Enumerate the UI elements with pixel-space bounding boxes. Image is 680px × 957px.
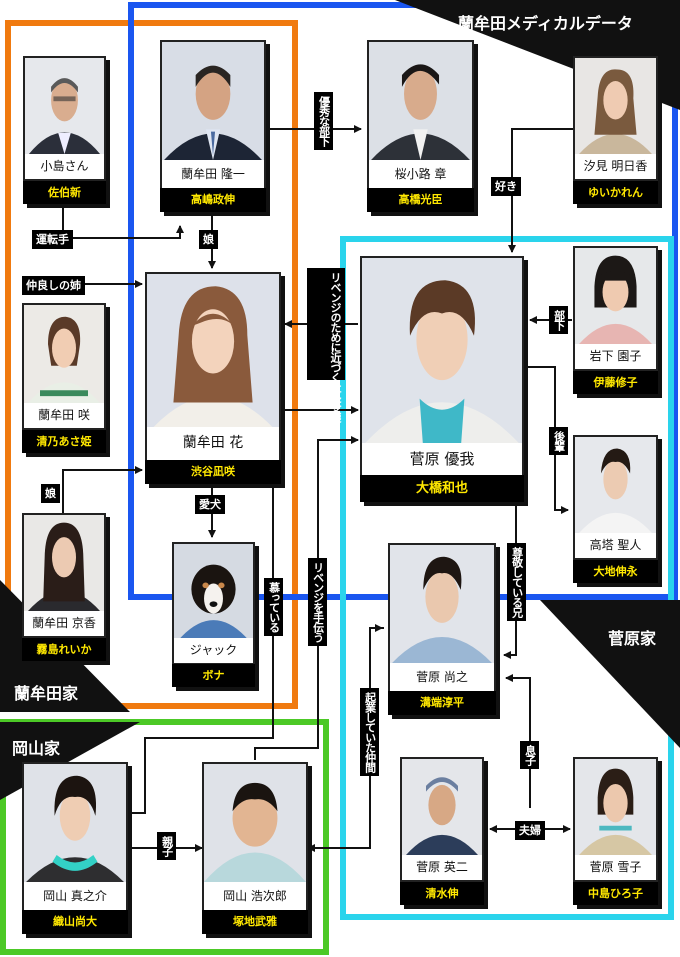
sakura-photo [369, 42, 472, 160]
relation-label-aiken: 愛犬 [195, 495, 225, 515]
kojiro-actor: 塚地武雅 [202, 910, 308, 934]
family-label-nemuta-medical: 蘭牟田メディカルデータ [458, 14, 633, 33]
relation-label-musuko: 息子 [520, 741, 539, 769]
jack-photo [174, 544, 253, 638]
person-card-eiji[interactable]: 菅原 英二 清水伸 [400, 757, 484, 905]
eiji-photo [402, 759, 482, 855]
kojima-photo [25, 58, 104, 154]
relation-label-sonkei-ani: 尊敬している兄 [507, 543, 526, 621]
kojiro-role: 岡山 浩次郎 [204, 882, 306, 910]
person-card-ryuichi[interactable]: 蘭牟田 隆一 高嶋政伸 [160, 40, 266, 212]
kyoka-role: 蘭牟田 京香 [24, 611, 104, 636]
relation-label-kigyou-nakama: 起業していた仲間 [360, 688, 379, 776]
yukiko-photo [575, 759, 656, 855]
relation-label-nakayoshi-ane: 仲良しの姉 [22, 276, 85, 296]
yuga-role: 菅原 優我 [362, 443, 522, 475]
naoyuki-actor: 溝端淳平 [388, 691, 496, 715]
kojima-role: 小島さん [25, 154, 104, 179]
person-card-sonoko[interactable]: 岩下 園子 伊藤修子 [573, 246, 658, 394]
ryuichi-photo [162, 42, 264, 160]
takato-photo [575, 437, 656, 533]
person-card-kojima[interactable]: 小島さん 佐伯新 [23, 56, 106, 204]
person-card-kojiro[interactable]: 岡山 浩次郎 塚地武雅 [202, 762, 308, 934]
family-label-sugahara: 菅原家 [608, 629, 657, 648]
person-card-sakura[interactable]: 桜小路 章 高橋光臣 [367, 40, 474, 212]
shinnosuke-photo [24, 764, 126, 882]
relation-label-musume-1: 娘 [199, 230, 218, 250]
family-label-nemuta: 蘭牟田家 [14, 684, 79, 703]
relation-label-oyako: 親子 [157, 832, 176, 860]
asuka-photo [575, 58, 656, 154]
relation-label-shitatteiru: 慕っている [264, 578, 283, 636]
takato-actor: 大地伸永 [573, 560, 658, 583]
kojiro-photo [204, 764, 306, 882]
eiji-role: 菅原 英二 [402, 855, 482, 880]
ryuichi-actor: 高嶋政伸 [160, 188, 266, 212]
relation-label-fufu: 夫婦 [515, 821, 545, 841]
sonoko-actor: 伊藤修子 [573, 371, 658, 394]
yuga-photo [362, 258, 522, 443]
person-card-saki[interactable]: 蘭牟田 咲 清乃あさ姫 [22, 303, 106, 453]
sakura-actor: 高橋光臣 [367, 188, 474, 212]
relation-label-kohai: 後輩 [549, 427, 568, 455]
relation-label-yushu-buka: 優秀な部下 [314, 92, 333, 150]
takato-role: 高塔 聖人 [575, 533, 656, 558]
relation-label-buka: 部下 [549, 306, 568, 334]
person-card-hana[interactable]: 蘭牟田 花 渋谷凪咲 [145, 272, 281, 484]
relation-label-musume-2: 娘 [41, 484, 60, 504]
person-card-shinnosuke[interactable]: 岡山 真之介 織山尚大 [22, 762, 128, 934]
person-card-asuka[interactable]: 汐見 明日香 ゆいかれん [573, 56, 658, 204]
yukiko-actor: 中島ひろ子 [573, 882, 658, 905]
relation-label-revenge-reijo: リベンジのために近づく社長令嬢 [307, 268, 345, 422]
sugahara-family-border [340, 236, 674, 920]
saki-photo [24, 305, 104, 403]
saki-role: 蘭牟田 咲 [24, 403, 104, 428]
sonoko-photo [575, 248, 656, 344]
hana-actor: 渋谷凪咲 [145, 460, 281, 484]
kojima-actor: 佐伯新 [23, 181, 106, 204]
relation-label-untenshu: 運転手 [32, 230, 73, 250]
naoyuki-photo [390, 545, 494, 663]
yuga-actor: 大橋和也 [360, 475, 524, 502]
person-card-naoyuki[interactable]: 菅原 尚之 溝端淳平 [388, 543, 496, 715]
person-card-takato[interactable]: 高塔 聖人 大地伸永 [573, 435, 658, 583]
naoyuki-role: 菅原 尚之 [390, 663, 494, 691]
person-card-yuga[interactable]: 菅原 優我 大橋和也 [360, 256, 524, 502]
jack-actor: ボナ [172, 664, 255, 687]
eiji-actor: 清水伸 [400, 882, 484, 905]
jack-role: ジャック [174, 638, 253, 663]
relation-label-suki: 好き [491, 177, 521, 197]
hana-role: 蘭牟田 花 [147, 427, 279, 460]
hana-photo [147, 274, 279, 427]
nemuta-family-border [5, 20, 298, 709]
saki-actor: 清乃あさ姫 [22, 430, 106, 453]
person-card-yukiko[interactable]: 菅原 雪子 中島ひろ子 [573, 757, 658, 905]
kyoka-photo [24, 515, 104, 611]
kyoka-actor: 霧島れいか [22, 638, 106, 661]
shinnosuke-role: 岡山 真之介 [24, 882, 126, 910]
family-label-okayama: 岡山家 [12, 739, 61, 758]
okayama-family-border [0, 719, 329, 955]
sakura-role: 桜小路 章 [369, 160, 472, 188]
shinnosuke-actor: 織山尚大 [22, 910, 128, 934]
person-card-kyoka[interactable]: 蘭牟田 京香 霧島れいか [22, 513, 106, 661]
asuka-role: 汐見 明日香 [575, 154, 656, 179]
asuka-actor: ゆいかれん [573, 181, 658, 204]
relation-label-revenge-tetsudau: リベンジを手伝う [308, 558, 327, 646]
sonoko-role: 岩下 園子 [575, 344, 656, 369]
person-card-jack[interactable]: ジャック ボナ [172, 542, 255, 687]
ryuichi-role: 蘭牟田 隆一 [162, 160, 264, 188]
yukiko-role: 菅原 雪子 [575, 855, 656, 880]
